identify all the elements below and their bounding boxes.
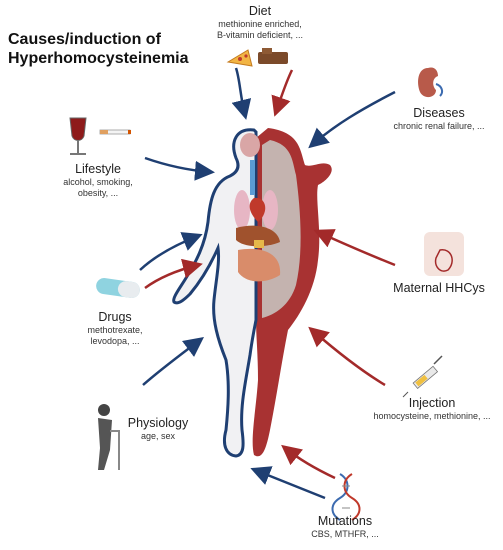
title-line-2: Hyperhomocysteinemia	[8, 50, 189, 67]
arrow-drugs-rodent	[144, 258, 203, 290]
dna-icon	[331, 473, 361, 521]
diet-details: methionine enriched, B-vitamin deficient…	[195, 19, 325, 41]
injection-details: homocysteine, methionine, ...	[364, 411, 500, 422]
brain-icon	[240, 133, 260, 157]
elderly-person-icon	[98, 404, 120, 470]
physiology-detail-1: age, sex	[140, 431, 176, 441]
mutations-name: Mutations	[317, 514, 373, 528]
lung-right-icon	[262, 190, 278, 230]
physiology-details: age, sex	[122, 431, 194, 442]
lifestyle-detail-1: alcohol, smoking,	[63, 177, 133, 187]
mutations-detail-1: CBS, MTHFR, ...	[311, 529, 379, 539]
internal-organs	[234, 133, 281, 282]
diseases-detail-1: chronic renal failure, ...	[393, 121, 485, 131]
rodent-silhouette	[252, 128, 332, 457]
arrow-mutations-human	[250, 466, 326, 500]
label-lifestyle: Lifestyle alcohol, smoking, obesity, ...	[48, 162, 148, 199]
arrow-physiology-human	[142, 336, 204, 386]
pill-icon	[96, 278, 140, 298]
trachea-icon	[250, 160, 255, 195]
liver-icon	[236, 225, 280, 247]
lifestyle-detail-2: obesity, ...	[77, 188, 119, 198]
physiology-name: Physiology	[127, 416, 189, 430]
diagram-title: Causes/induction of Hyperhomocysteinemia	[8, 30, 208, 68]
label-maternal: Maternal HHCys	[380, 281, 498, 296]
arrow-lifestyle-human	[144, 156, 215, 181]
arrow-injection-rodent	[308, 326, 386, 387]
cigarette-icon	[99, 129, 131, 135]
arrow-drugs-human	[139, 232, 203, 271]
drugs-detail-1: methotrexate,	[87, 325, 143, 335]
pancreas-icon	[254, 240, 264, 248]
arrow-diet-human	[231, 67, 252, 120]
heart-icon	[249, 197, 266, 222]
label-diet: Diet methionine enriched, B-vitamin defi…	[195, 4, 325, 41]
drugs-name: Drugs	[98, 310, 132, 324]
label-injection: Injection homocysteine, methionine, ...	[364, 396, 500, 422]
arrow-diet-rodent	[271, 69, 294, 117]
label-mutations: Mutations CBS, MTHFR, ...	[290, 514, 400, 540]
arrow-diseases-human	[308, 90, 396, 149]
title-line-1: Causes/induction of	[8, 31, 161, 48]
drugs-detail-2: levodopa, ...	[90, 336, 140, 346]
diet-detail-2: B-vitamin deficient, ...	[216, 30, 304, 40]
human-arrows	[139, 67, 396, 500]
injection-detail-1: homocysteine, methionine, ...	[373, 411, 491, 421]
syringe-icon	[402, 355, 443, 398]
diseases-name: Diseases	[413, 106, 465, 120]
diseases-details: chronic renal failure, ...	[380, 121, 498, 132]
label-diseases: Diseases chronic renal failure, ...	[380, 106, 498, 132]
diet-name: Diet	[248, 4, 272, 18]
drugs-details: methotrexate, levodopa, ...	[70, 325, 160, 347]
maternal-name: Maternal HHCys	[393, 281, 485, 295]
label-physiology: Physiology age, sex	[122, 416, 194, 442]
intestine-icon	[238, 248, 281, 282]
lung-left-icon	[234, 190, 250, 230]
lifestyle-name: Lifestyle	[75, 162, 121, 176]
arrow-maternal-rodent	[313, 229, 396, 267]
wine-glass-icon	[69, 117, 87, 155]
mutations-details: CBS, MTHFR, ...	[290, 529, 400, 540]
pregnant-mouse-icon	[424, 232, 464, 276]
label-drugs: Drugs methotrexate, levodopa, ...	[70, 310, 160, 347]
rodent-arrows	[144, 69, 396, 480]
pizza-icon	[226, 49, 253, 67]
chocolate-icon	[258, 48, 288, 64]
kidney-icon	[418, 67, 444, 98]
diet-detail-1: methionine enriched,	[218, 19, 302, 29]
lifestyle-details: alcohol, smoking, obesity, ...	[48, 177, 148, 199]
injection-name: Injection	[408, 396, 456, 410]
arrow-mutations-rodent	[281, 444, 336, 480]
